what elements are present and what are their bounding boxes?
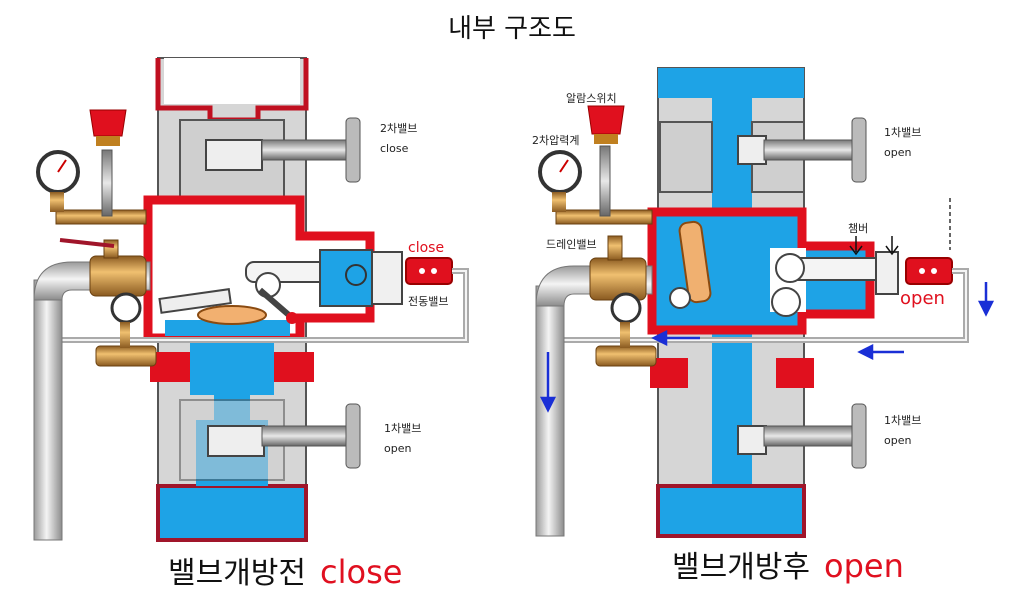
right-solenoid-state-label: open <box>900 288 945 309</box>
left-primary-state-label: open <box>384 442 411 455</box>
right-valve-assembly <box>535 67 969 538</box>
left-caption-text: 밸브개방전 <box>168 556 306 591</box>
right-primary-state-label: open <box>884 434 911 447</box>
right-caption-text: 밸브개방후 <box>672 550 810 585</box>
left-caption: 밸브개방전 close <box>168 548 402 592</box>
left-caption-state: close <box>320 553 403 591</box>
left-solenoid-label: 전동밸브 <box>408 295 448 308</box>
right-secondary-valve-label: 1차밸브 <box>884 126 921 139</box>
left-primary-valve-label: 1차밸브 <box>384 422 421 435</box>
right-primary-valve-label: 1차밸브 <box>884 414 921 427</box>
right-caption: 밸브개방후 open <box>672 542 904 586</box>
right-drain-valve-label: 드레인밸브 <box>546 238 597 251</box>
left-secondary-valve-label: 2차밸브 <box>380 122 417 135</box>
left-secondary-state-label: close <box>380 142 409 155</box>
flow-arrows <box>539 282 995 413</box>
right-alarm-switch-label: 알람스위치 <box>566 91 617 105</box>
right-secondary-gauge-label: 2차압력계 <box>532 134 579 147</box>
right-caption-state: open <box>824 547 904 585</box>
right-secondary-state-label: open <box>884 146 911 159</box>
left-solenoid-state-label: close <box>408 240 444 256</box>
left-valve-assembly <box>33 57 469 542</box>
right-chamber-label: 챔버 <box>848 222 868 235</box>
page-title: 내부 구조도 <box>448 14 576 44</box>
